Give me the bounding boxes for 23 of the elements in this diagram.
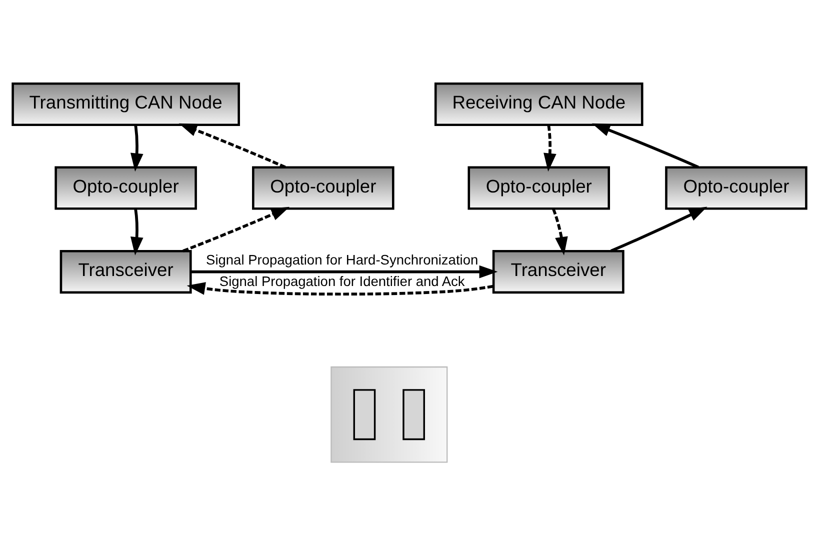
edge-label: Signal Propagation for Hard-Synchronization xyxy=(206,252,478,268)
node-box xyxy=(353,389,376,440)
node-box: Receiving CAN Node xyxy=(434,82,644,126)
edge-label: Signal Propagation for Identifier and Ack xyxy=(219,274,465,290)
node-box: Opto-coupler xyxy=(54,166,197,210)
arrow xyxy=(178,123,286,169)
node-box: Opto-coupler xyxy=(468,166,610,210)
node-box: Transceiver xyxy=(492,250,624,294)
node-box: Opto-coupler xyxy=(665,166,808,210)
arrow xyxy=(544,124,556,172)
arrow xyxy=(610,206,708,252)
arrow xyxy=(130,208,144,256)
cluster xyxy=(330,366,448,463)
arrow xyxy=(182,206,290,252)
node-box xyxy=(402,389,425,440)
arrow xyxy=(186,282,494,296)
arrow xyxy=(552,208,568,256)
arrow xyxy=(592,123,699,169)
node-box: Transmitting CAN Node xyxy=(12,82,240,126)
arrow xyxy=(130,124,144,172)
arrow xyxy=(191,265,498,278)
node-box: Opto-coupler xyxy=(252,166,394,210)
node-box: Transceiver xyxy=(60,250,192,294)
